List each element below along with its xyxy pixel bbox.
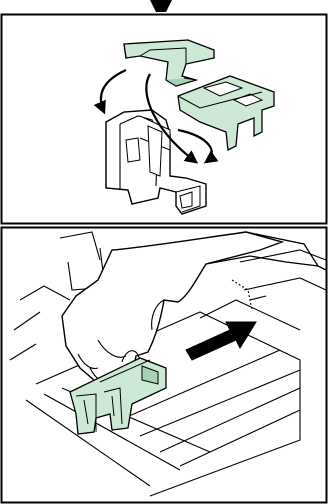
top-panel <box>2 15 327 224</box>
top-notch <box>150 0 172 12</box>
bottom-panel <box>2 228 327 503</box>
